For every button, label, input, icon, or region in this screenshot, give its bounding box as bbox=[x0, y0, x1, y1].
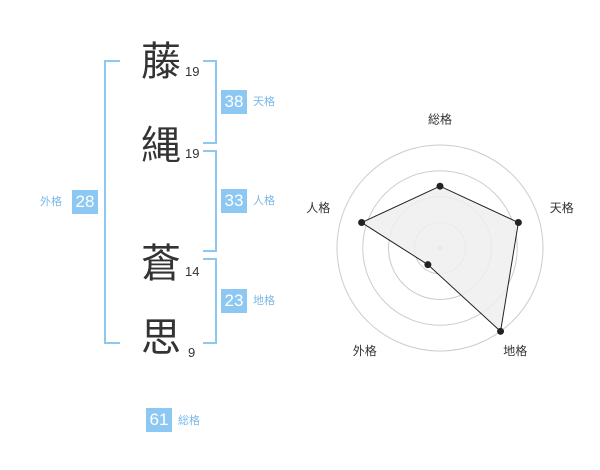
radar-axis-label: 総格 bbox=[428, 112, 452, 127]
stroke-count-3: 14 bbox=[185, 264, 200, 279]
radar-ring bbox=[362, 170, 518, 326]
tenkaku-value: 38 bbox=[221, 90, 247, 114]
radar-axis-label: 人格 bbox=[306, 200, 330, 215]
radar-axis-label: 天格 bbox=[550, 200, 574, 215]
radar-polygon bbox=[360, 185, 519, 333]
jinkaku-label: 人格 bbox=[253, 194, 275, 207]
name-char-4: 思 bbox=[141, 315, 181, 361]
tenkaku-bracket bbox=[203, 60, 217, 144]
stroke-count-1: 19 bbox=[185, 64, 200, 79]
radar-axis-label: 地格 bbox=[503, 343, 527, 358]
name-char-1: 藤 bbox=[141, 39, 181, 85]
radar-ring bbox=[336, 144, 544, 352]
stroke-count-4: 9 bbox=[188, 345, 196, 360]
gaikaku-label: 外格 bbox=[40, 195, 62, 208]
radar-axis-label: 外格 bbox=[353, 343, 377, 358]
radar-point bbox=[358, 219, 366, 227]
name-char-3: 蒼 bbox=[141, 241, 181, 287]
jinkaku-bracket bbox=[203, 150, 217, 252]
chikaku-label: 地格 bbox=[253, 294, 275, 307]
tenkaku-label: 天格 bbox=[253, 95, 275, 108]
jinkaku-value: 33 bbox=[221, 189, 247, 213]
name-char-2: 縄 bbox=[141, 123, 181, 169]
soukaku-value: 61 bbox=[146, 408, 172, 432]
chikaku-bracket bbox=[203, 258, 217, 344]
soukaku-label: 総格 bbox=[178, 414, 200, 427]
radar-point bbox=[436, 182, 444, 190]
gaikaku-value: 28 bbox=[72, 190, 98, 214]
radar-point bbox=[497, 327, 505, 335]
gaikaku-bracket bbox=[104, 60, 120, 344]
radar-point bbox=[424, 261, 432, 269]
radar-point bbox=[514, 219, 522, 227]
stroke-count-2: 19 bbox=[185, 146, 200, 161]
chikaku-value: 23 bbox=[221, 289, 247, 313]
